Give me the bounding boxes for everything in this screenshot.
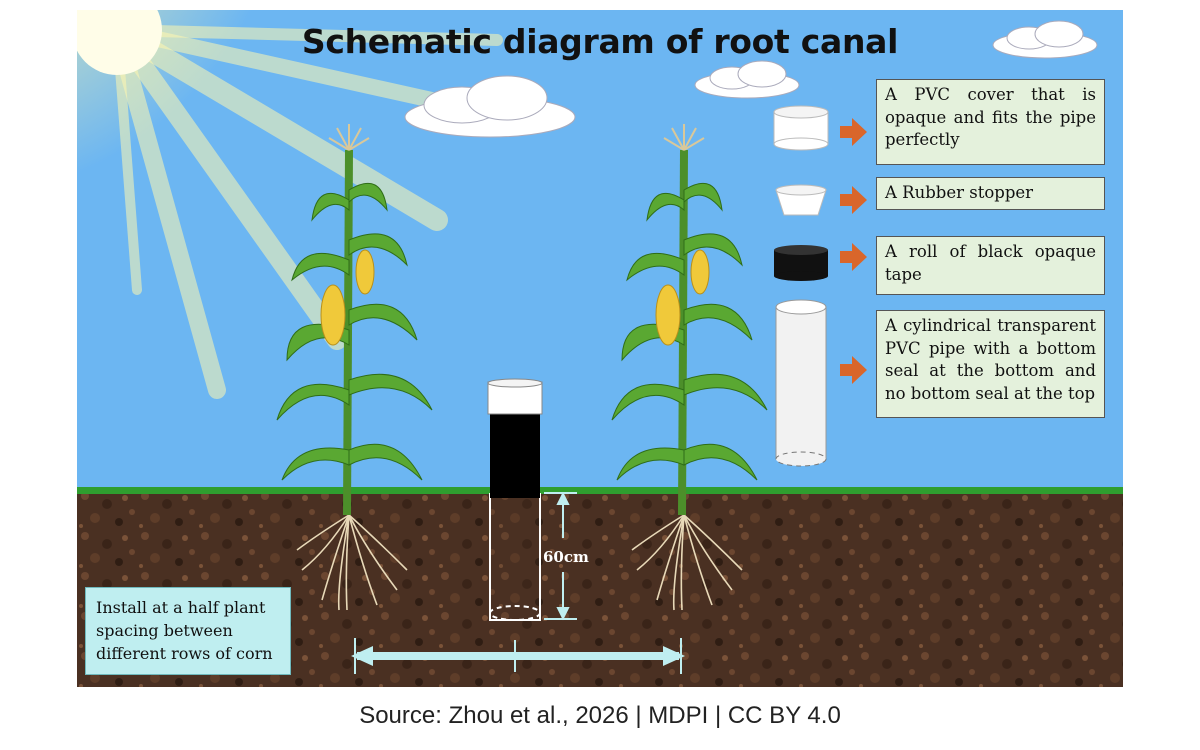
cloud-icon — [404, 75, 576, 138]
grass-line — [77, 487, 1123, 494]
install-note: Install at a half plant spacing between … — [85, 587, 291, 675]
root-canal-diagram: Schematic diagram of root canal A PVC co… — [77, 10, 1123, 687]
pvc-cover-icon — [773, 105, 829, 151]
arrow-right-icon — [840, 118, 867, 146]
arrow-right-icon — [840, 186, 867, 214]
rubber-stopper-icon — [775, 184, 827, 216]
depth-dimension — [544, 491, 577, 621]
label-pvc-cover: A PVC cover that is opaque and fits the … — [876, 79, 1105, 165]
arrow-right-icon — [840, 243, 867, 271]
label-black-tape: A roll of black opaque tape — [876, 236, 1105, 295]
corn-plant-icon — [611, 124, 768, 611]
diagram-title: Schematic diagram of root canal — [301, 22, 899, 61]
depth-label: 60cm — [543, 548, 589, 566]
sun-icon — [77, 10, 503, 399]
installed-root-pipe — [487, 378, 543, 621]
transparent-pipe-icon — [775, 299, 827, 467]
corn-plant-icon — [276, 124, 433, 611]
cloud-icon — [694, 60, 800, 99]
cloud-icon — [992, 20, 1098, 59]
source-credit: Source: Zhou et al., 2026 | MDPI | CC BY… — [359, 702, 841, 729]
black-tape-roll-icon — [774, 245, 828, 281]
label-rubber-stopper: A Rubber stopper — [876, 177, 1105, 210]
arrow-right-icon — [840, 356, 867, 384]
label-transparent-pipe: A cylindrical transparent PVC pipe with … — [876, 310, 1105, 418]
spacing-measure — [351, 638, 685, 674]
